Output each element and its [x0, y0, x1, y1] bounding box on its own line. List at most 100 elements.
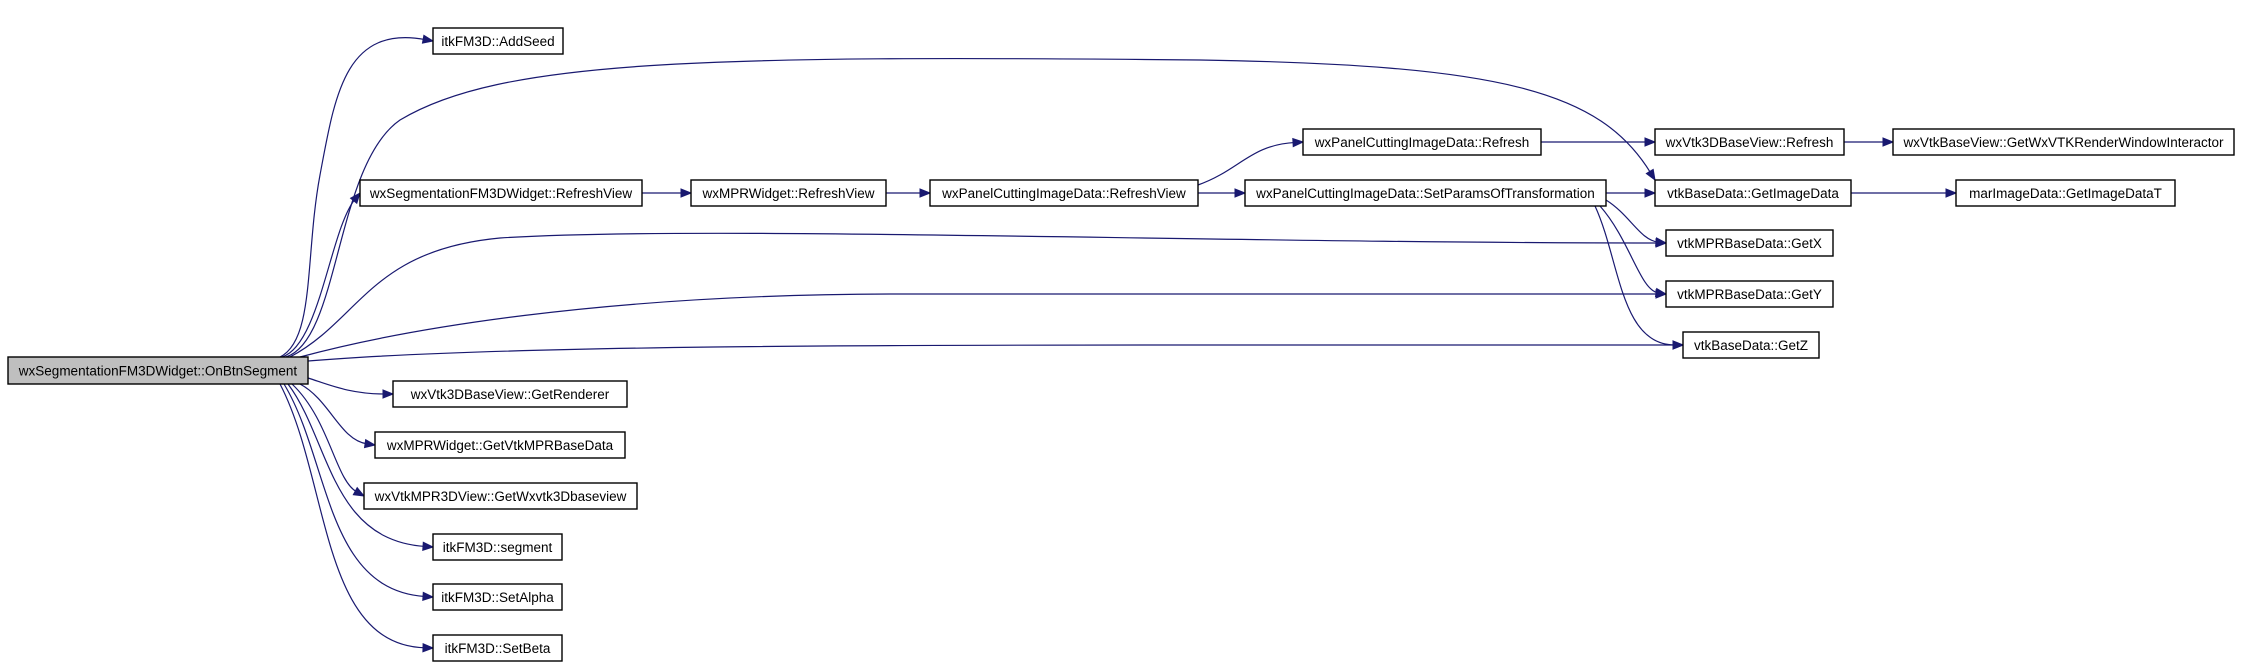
arrowhead-icon [349, 191, 361, 205]
arrowhead-icon [422, 642, 435, 653]
node-box [1682, 331, 1820, 359]
arrowhead-icon [1655, 237, 1668, 247]
node-label: itkFM3D::SetAlpha [441, 590, 554, 605]
node-label: marImageData::GetImageDataT [1969, 186, 2162, 201]
node-addseed[interactable]: itkFM3D::AddSeed [432, 27, 564, 55]
edge-line [307, 344, 1675, 362]
node-label: wxVtkMPR3DView::GetWxvtk3Dbaseview [374, 489, 627, 504]
call-graph-nodes: wxSegmentationFM3DWidget::OnBtnSegmentit… [7, 27, 2235, 662]
arrowhead-icon [1672, 340, 1685, 350]
arrowhead-icon [919, 188, 932, 198]
arrowhead-icon [1644, 137, 1657, 147]
edge-pcidsetparams-to-gety [1599, 205, 1668, 298]
node-label: vtkMPRBaseData::GetY [1677, 287, 1822, 302]
edge-line [1599, 205, 1659, 294]
node-box [432, 634, 563, 662]
node-getwxvtk3d[interactable]: wxVtkMPR3DView::GetWxvtk3Dbaseview [363, 482, 638, 510]
call-graph-edges [279, 34, 1958, 653]
edge-pcidrefreshview-to-pcidrefresh [1197, 137, 1305, 186]
arrowhead-icon [1645, 168, 1656, 182]
node-setbeta[interactable]: itkFM3D::SetBeta [432, 634, 563, 662]
edge-root-to-getwxvtk3d [291, 383, 366, 497]
node-label: vtkBaseData::GetZ [1694, 338, 1808, 353]
node-label: wxSegmentationFM3DWidget::RefreshView [369, 186, 633, 201]
edge-line [299, 293, 1658, 358]
node-vtk3drefresh[interactable]: wxVtk3DBaseView::Refresh [1654, 128, 1845, 156]
edge-root-to-getz [307, 340, 1685, 362]
edge-line [289, 232, 1659, 358]
edge-line [283, 383, 426, 598]
edge-line [291, 383, 358, 493]
edge-vtk3drefresh-to-getinteractor [1844, 137, 1895, 147]
node-mprrefresh[interactable]: wxMPRWidget::RefreshView [690, 179, 887, 207]
edge-pcidrefresh-to-vtk3drefresh [1541, 137, 1657, 147]
arrowhead-icon [382, 389, 395, 399]
arrowhead-icon [1882, 137, 1895, 147]
edge-line [1594, 205, 1676, 346]
arrowhead-icon [363, 438, 377, 449]
node-getz[interactable]: vtkBaseData::GetZ [1682, 331, 1820, 359]
node-getvtkmpr[interactable]: wxMPRWidget::GetVtkMPRBaseData [374, 431, 626, 459]
node-getx[interactable]: vtkMPRBaseData::GetX [1665, 229, 1834, 257]
node-label: wxPanelCuttingImageData::Refresh [1314, 135, 1530, 150]
node-box [1654, 128, 1845, 156]
edge-pcidrefreshview-to-pcidsetparams [1198, 188, 1247, 198]
node-pcidrefresh[interactable]: wxPanelCuttingImageData::Refresh [1302, 128, 1542, 156]
edge-root-to-setbeta [279, 383, 435, 653]
edge-line [279, 37, 426, 358]
node-label: wxVtk3DBaseView::GetRenderer [410, 387, 610, 402]
node-segment[interactable]: itkFM3D::segment [432, 533, 563, 561]
node-getimagedatat[interactable]: marImageData::GetImageDataT [1955, 179, 2176, 207]
node-box [374, 431, 626, 459]
node-root: wxSegmentationFM3DWidget::OnBtnSegment [7, 356, 309, 385]
node-getrenderer[interactable]: wxVtk3DBaseView::GetRenderer [392, 380, 628, 408]
node-setalpha[interactable]: itkFM3D::SetAlpha [432, 583, 563, 611]
edge-line [285, 57, 1652, 358]
node-segrefresh[interactable]: wxSegmentationFM3DWidget::RefreshView [359, 179, 643, 207]
node-label: vtkMPRBaseData::GetX [1677, 236, 1822, 251]
edge-pcidsetparams-to-getx [1605, 199, 1668, 247]
edge-line [299, 383, 368, 445]
node-box [392, 380, 628, 408]
node-box [690, 179, 887, 207]
edge-root-to-getvtkmpr [299, 383, 377, 449]
node-getimagedata[interactable]: vtkBaseData::GetImageData [1654, 179, 1852, 207]
arrowhead-icon [1654, 287, 1668, 298]
edge-line [281, 198, 356, 358]
node-box [359, 179, 643, 207]
edge-line [307, 377, 386, 395]
edge-line [1605, 199, 1659, 243]
edge-getimagedata-to-getimagedatat [1851, 188, 1958, 198]
edge-root-to-getimagedata [285, 57, 1656, 358]
arrowhead-icon [680, 188, 693, 198]
node-label: wxVtk3DBaseView::Refresh [1665, 135, 1834, 150]
node-getinteractor[interactable]: wxVtkBaseView::GetWxVTKRenderWindowInter… [1892, 128, 2235, 156]
node-pcidsetparams[interactable]: wxPanelCuttingImageData::SetParamsOfTran… [1244, 179, 1607, 207]
node-pcidrefreshview[interactable]: wxPanelCuttingImageData::RefreshView [929, 179, 1199, 207]
node-box [1665, 229, 1834, 257]
node-label: itkFM3D::AddSeed [441, 34, 554, 49]
node-box [7, 356, 309, 385]
node-box [929, 179, 1199, 207]
edge-root-to-segment [287, 383, 435, 552]
edge-segrefresh-to-mprrefresh [642, 188, 693, 198]
arrowhead-icon [422, 591, 435, 602]
arrowhead-icon [421, 34, 435, 44]
node-box [432, 583, 563, 611]
arrowhead-icon [1644, 188, 1657, 198]
edge-root-to-getrenderer [307, 377, 395, 399]
node-label: itkFM3D::SetBeta [445, 641, 551, 656]
node-box [363, 482, 638, 510]
arrowhead-icon [1292, 137, 1305, 148]
node-label: wxPanelCuttingImageData::SetParamsOfTran… [1255, 186, 1595, 201]
node-label: wxVtkBaseView::GetWxVTKRenderWindowInter… [1902, 135, 2224, 150]
edge-root-to-gety [299, 289, 1668, 358]
node-label: itkFM3D::segment [443, 540, 553, 555]
node-label: wxMPRWidget::GetVtkMPRBaseData [386, 438, 614, 453]
node-box [1955, 179, 2176, 207]
node-box [432, 533, 563, 561]
node-gety[interactable]: vtkMPRBaseData::GetY [1665, 280, 1834, 308]
arrowhead-icon [1945, 188, 1958, 198]
node-box [1244, 179, 1607, 207]
